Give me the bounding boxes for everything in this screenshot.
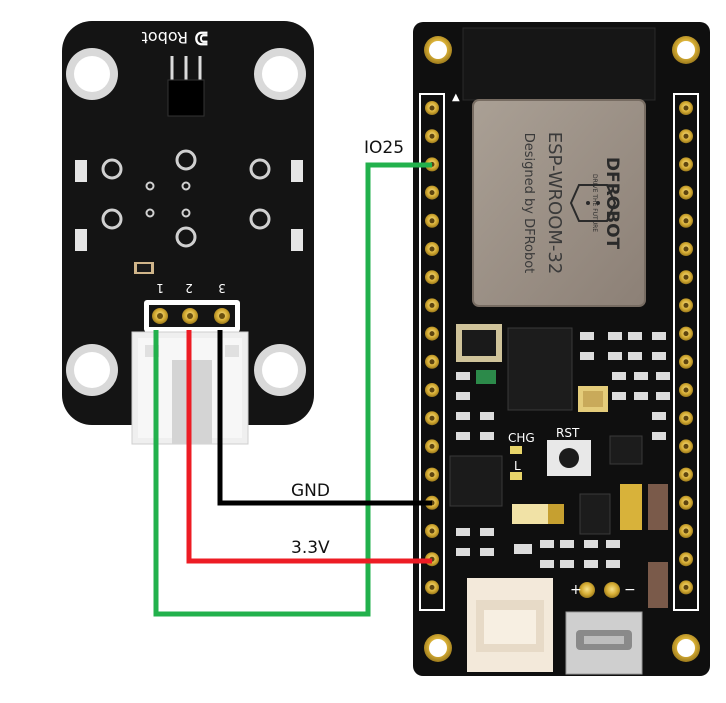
header-pin-hole [683, 161, 689, 167]
header-pin-hole [429, 218, 435, 224]
header-pin-hole [429, 359, 435, 365]
io25-label: IO25 [364, 138, 404, 158]
header-pin-hole [429, 387, 435, 393]
esp32-board: ▲ DFROBOT DRIVE THE FUTURE ESP-WROOM-32 … [413, 22, 710, 676]
module-designer: Designed by DFRobot [521, 133, 536, 274]
micro-usb-port [565, 611, 643, 675]
esp-components: + − [449, 324, 670, 675]
header-pin-hole [683, 584, 689, 590]
left-header-outline [419, 93, 445, 611]
svg-text:ᕲ: ᕲ [195, 27, 208, 48]
header-pin-hole [429, 133, 435, 139]
header-pin-hole [683, 302, 689, 308]
sensor-smd-pads [75, 160, 303, 274]
vcc-label: 3.3V [291, 538, 330, 558]
gnd-label: GND [291, 481, 330, 501]
sensor-logo-text: Robot [142, 28, 188, 47]
header-pin-hole [429, 302, 435, 308]
header-pin-hole [683, 472, 689, 478]
header-pin-hole [429, 246, 435, 252]
chg-label: CHG [508, 431, 535, 445]
header-pin-hole [683, 133, 689, 139]
right-header-pins [679, 101, 693, 595]
header-pin-hole [429, 443, 435, 449]
header-pin-hole [683, 387, 689, 393]
header-pin-hole [683, 105, 689, 111]
header-pin-hole [429, 105, 435, 111]
module-slogan: DRIVE THE FUTURE [591, 174, 598, 232]
header-pin-hole [683, 331, 689, 337]
esp-mounting-holes [424, 36, 700, 662]
pin-label-1: 1 [156, 281, 164, 295]
wires [153, 162, 432, 617]
sensor-pin-labels: 1 2 3 [156, 281, 226, 295]
rst-label: RST [556, 426, 580, 440]
antenna-area [462, 27, 656, 101]
header-pin-hole [683, 190, 689, 196]
header-pin-hole [683, 528, 689, 534]
module-name: ESP-WROOM-32 [544, 132, 565, 275]
header-pin-hole [429, 584, 435, 590]
plus-label: + [570, 582, 582, 598]
module-brand: DFROBOT [602, 157, 622, 250]
sensor-mounting-holes [66, 48, 306, 396]
l-label: L [514, 459, 521, 473]
temperature-sensor-chip [167, 56, 205, 117]
svg-text:▲: ▲ [452, 92, 460, 103]
header-pin-hole [683, 246, 689, 252]
dfrobot-logo: Robot ᕲ [142, 27, 208, 48]
header-pin-hole [683, 556, 689, 562]
signal-wire [153, 162, 432, 617]
dfrobot-robot-icon [569, 184, 617, 222]
sensor-pin-header [144, 300, 240, 332]
header-pin-hole [429, 528, 435, 534]
gnd-wire [217, 330, 432, 506]
sensor-vias [101, 149, 271, 248]
header-pin-hole [429, 190, 435, 196]
header-pin-hole [683, 274, 689, 280]
header-pin-hole [429, 472, 435, 478]
header-pin-hole [683, 218, 689, 224]
pin-label-2: 2 [185, 281, 193, 295]
vcc-wire [186, 330, 432, 564]
header-pin-hole [429, 331, 435, 337]
header-pin-hole [429, 415, 435, 421]
header-pin-hole [683, 443, 689, 449]
right-header-outline [673, 93, 699, 611]
header-pin-hole [683, 359, 689, 365]
reset-button [547, 440, 591, 476]
header-pin-hole [683, 500, 689, 506]
pin-label-3: 3 [218, 281, 226, 295]
header-pin-hole [683, 415, 689, 421]
minus-label: − [624, 582, 636, 598]
esp-wroom-32-module: DFROBOT DRIVE THE FUTURE ESP-WROOM-32 De… [472, 99, 646, 307]
battery-connector [467, 578, 553, 672]
header-pin-hole [429, 274, 435, 280]
